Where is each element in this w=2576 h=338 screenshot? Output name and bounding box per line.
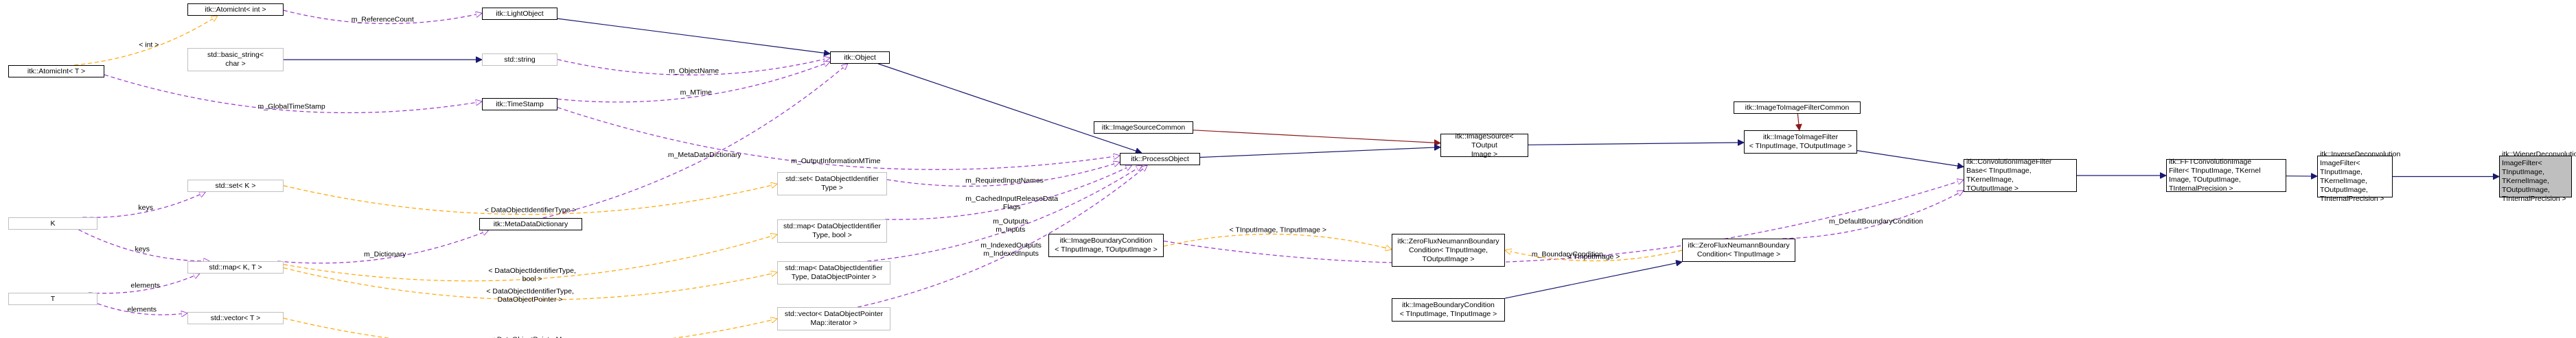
node-object[interactable]: itk::Object — [830, 51, 890, 64]
edge-label-mapkt-to-mapdop: < DataObjectIdentifierType,DataObjectPoi… — [486, 287, 574, 304]
edge-k-to-mapkt — [78, 229, 209, 261]
node-meta-data-dictionary[interactable]: itk::MetaDataDictionary — [479, 218, 582, 230]
node-std-map-bool[interactable]: std::map< DataObjectIdentifier Type, boo… — [777, 219, 887, 243]
edge-label-mapkt-to-metadict: m_Dictionary — [364, 250, 406, 258]
edge-imgtoimgcommon-to-imgtoimg — [1797, 113, 1799, 130]
edge-zfn_in-to-convbase — [1782, 190, 1964, 239]
edge-zfn_in_out-to-ibc_in_out — [1163, 233, 1392, 250]
edge-mapkt-to-mapbool — [283, 234, 777, 282]
edge-label-setk-to-setdoi: < DataObjectIdentifierType > — [485, 206, 577, 215]
edge-label-metadict-to-object: m_MetaDataDictionary — [668, 151, 742, 159]
edge-label-k-to-setk: keys — [138, 204, 153, 212]
node-t[interactable]: T — [8, 293, 97, 305]
edge-label-timestamp-to-processobject: m_OutputInformationMTime — [791, 157, 880, 165]
edge-label-k-to-mapkt: keys — [135, 245, 150, 253]
node-k[interactable]: K — [8, 217, 97, 230]
edge-stdstring-to-object — [557, 58, 830, 75]
edge-label-mapkt-to-mapbool: < DataObjectIdentifierType,bool > — [488, 267, 576, 283]
edge-processobject-to-imgsource — [1199, 147, 1440, 158]
edge-mapdop-to-processobject — [867, 165, 1142, 262]
node-std-vector-t[interactable]: std::vector< T > — [187, 312, 284, 324]
node-convolution-filter-base[interactable]: itk::ConvolutionImageFilter Base< TInput… — [1964, 158, 2077, 193]
edge-label-zfn_in-to-convbase: m_DefaultBoundaryCondition — [1829, 217, 1923, 226]
edge-object-to-processobject — [877, 63, 1142, 153]
node-zero-flux-neumann-input[interactable]: itk::ZeroFluxNeumannBoundary Condition< … — [1682, 239, 1795, 262]
node-std-map-k-t[interactable]: std::map< K, T > — [187, 261, 284, 274]
node-light-object[interactable]: itk::LightObject — [482, 8, 557, 20]
edge-mapbool-to-processobject — [885, 165, 1131, 220]
node-process-object[interactable]: itk::ProcessObject — [1120, 153, 1200, 165]
edge-vectort-to-vectordop — [283, 318, 777, 338]
edge-label-zfn_in_out-to-ibc_in_out: < TInputImage, TInputImage > — [1230, 226, 1326, 234]
edge-t-to-mapkt — [89, 274, 200, 294]
node-zero-flux-neumann-input-output[interactable]: itk::ZeroFluxNeumannBoundary Condition< … — [1392, 234, 1505, 267]
node-wiener-deconvolution-filter[interactable]: itk::WienerDeconvolution ImageFilter< TI… — [2499, 150, 2576, 203]
edge-t-to-vectort — [97, 303, 187, 315]
edge-imgtoimg-to-convbase — [1856, 150, 1964, 167]
edge-label-atomict-to-atomicint: < int > — [139, 41, 159, 49]
node-atomic-int-t[interactable]: itk::AtomicInt< T > — [8, 65, 104, 77]
edge-label-timestamp-to-object: m_MTime — [680, 88, 712, 97]
edge-ibc_in_in-to-zfn_in — [1504, 262, 1682, 299]
edge-vectordop-to-processobject — [858, 165, 1147, 308]
edge-mapkt-to-metadict — [277, 230, 488, 264]
node-atomic-int-int[interactable]: itk::AtomicInt< int > — [187, 3, 284, 16]
edge-atomict-to-atomicint — [74, 16, 218, 66]
edge-label-atomict-to-timestamp: m_GlobalTimeStamp — [258, 103, 325, 111]
node-std-set-data-object-identifier[interactable]: std::set< DataObjectIdentifier Type > — [777, 172, 887, 195]
edge-setk-to-setdoi — [283, 184, 777, 215]
node-image-boundary-condition-input-input[interactable]: itk::ImageBoundaryCondition < TInputImag… — [1392, 298, 1505, 322]
edge-ibc_in_out-to-convbase — [1163, 180, 1964, 264]
edge-zfn_in_out-to-zfn_in — [1505, 250, 1683, 262]
edge-setdoi-to-processobject — [886, 162, 1120, 187]
edge-imgsource-to-imgtoimg — [1528, 143, 1744, 145]
node-image-to-image-filter[interactable]: itk::ImageToImageFilter < TInputImage, T… — [1744, 130, 1857, 154]
node-inverse-deconvolution-filter[interactable]: itk::InverseDeconvolution ImageFilter< T… — [2317, 150, 2400, 203]
node-image-source[interactable]: itk::ImageSource< TOutput Image > — [1440, 132, 1528, 158]
node-std-map-data-object-pointer[interactable]: std::map< DataObjectIdentifier Type, Dat… — [777, 261, 890, 285]
node-std-string[interactable]: std::string — [482, 53, 557, 66]
edge-atomicint-to-lightobject — [283, 10, 482, 25]
node-fft-convolution-filter[interactable]: itk::FFTConvolutionImage Filter< TInputI… — [2166, 158, 2286, 193]
edge-label-stdstring-to-object: m_ObjectName — [669, 67, 719, 75]
edge-timestamp-to-processobject — [557, 107, 1120, 170]
edge-timestamp-to-object — [557, 62, 830, 103]
edge-label-setdoi-to-processobject: m_RequiredInputNames — [965, 177, 1044, 185]
node-image-boundary-condition-input-output[interactable]: itk::ImageBoundaryCondition < TInputImag… — [1048, 234, 1164, 257]
edge-lightobject-to-object — [557, 18, 830, 53]
edge-metadict-to-object — [542, 64, 848, 219]
node-time-stamp[interactable]: itk::TimeStamp — [482, 98, 557, 110]
edge-mapkt-to-mapdop — [283, 267, 777, 300]
node-image-source-common[interactable]: itk::ImageSourceCommon — [1094, 121, 1193, 134]
edge-imgsourcecommon-to-imgsource — [1193, 130, 1440, 143]
edge-label-atomicint-to-lightobject: m_ReferenceCount — [352, 15, 414, 23]
node-std-set-k[interactable]: std::set< K > — [187, 180, 284, 192]
edge-k-to-setk — [82, 192, 206, 218]
edge-label-t-to-mapkt: elements — [130, 282, 160, 290]
edge-label-zfn_in_out-to-zfn_in: < TInputImage > — [1567, 252, 1620, 261]
edge-label-ibc_in_out-to-convbase: m_BoundaryCondition — [1532, 250, 1603, 258]
edge-label-t-to-vectort: elements — [127, 306, 157, 314]
node-image-to-image-filter-common[interactable]: itk::ImageToImageFilterCommon — [1734, 101, 1861, 114]
node-std-vector-data-object-pointer-map-iterator[interactable]: std::vector< DataObjectPointer Map::iter… — [777, 307, 890, 330]
node-std-basic-string[interactable]: std::basic_string< char > — [187, 48, 284, 71]
